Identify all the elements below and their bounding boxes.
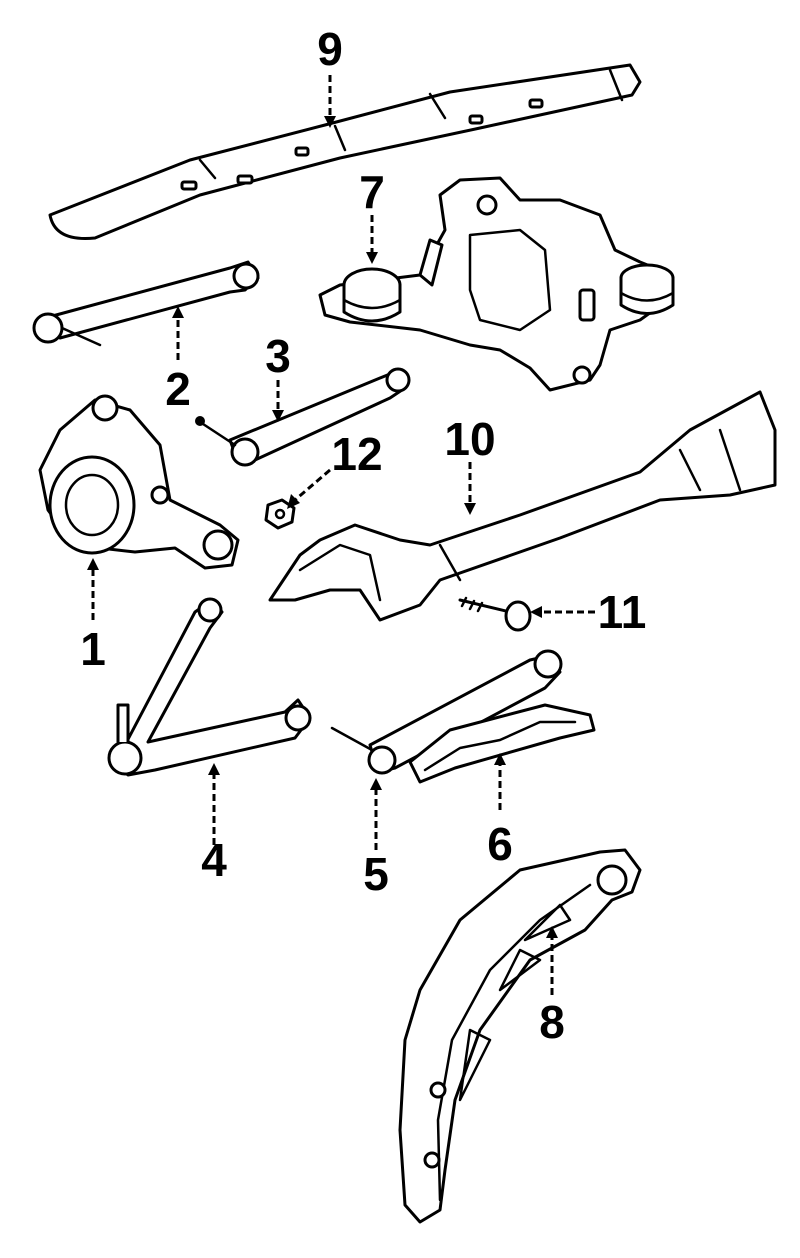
part-6-shield bbox=[408, 703, 596, 784]
leader-lines bbox=[87, 75, 595, 995]
part-7-subframe-cradle bbox=[318, 176, 675, 392]
part-4-a-arm bbox=[107, 597, 312, 777]
part-8-trailing-arm bbox=[398, 848, 642, 1224]
callout-1: 1 bbox=[80, 623, 106, 675]
arrowhead-2 bbox=[172, 306, 184, 318]
arrowhead-8 bbox=[546, 926, 558, 938]
callout-9: 9 bbox=[317, 23, 343, 75]
part-3-lateral-link bbox=[195, 367, 411, 467]
arrowhead-4 bbox=[208, 763, 220, 775]
callout-2: 2 bbox=[165, 363, 191, 415]
part-10-lower-crossmember bbox=[268, 390, 777, 622]
callout-12: 12 bbox=[331, 428, 382, 480]
arrowhead-5 bbox=[370, 778, 382, 790]
callout-5: 5 bbox=[363, 848, 389, 900]
arrowhead-10 bbox=[464, 503, 476, 515]
arrowhead-1 bbox=[87, 558, 99, 570]
part-1-knuckle bbox=[38, 394, 240, 570]
callout-3: 3 bbox=[265, 330, 291, 382]
part-11-bolt bbox=[458, 596, 532, 632]
arrowhead-12 bbox=[287, 494, 300, 509]
callout-4: 4 bbox=[201, 834, 227, 886]
part-9-crossmember-bar bbox=[48, 63, 642, 241]
arrowhead-11 bbox=[530, 606, 542, 618]
callout-7: 7 bbox=[359, 166, 385, 218]
part-12-nut bbox=[264, 498, 296, 530]
arrowhead-6 bbox=[494, 753, 506, 765]
arrowhead-7 bbox=[366, 252, 378, 264]
callout-10: 10 bbox=[444, 413, 495, 465]
arrowhead-3 bbox=[272, 410, 284, 422]
arrowhead-9 bbox=[324, 116, 336, 128]
callout-labels: 9 7 2 3 12 10 1 11 4 5 6 8 bbox=[80, 23, 646, 1048]
callout-6: 6 bbox=[487, 818, 513, 870]
callout-8: 8 bbox=[539, 996, 565, 1048]
callout-11: 11 bbox=[598, 586, 647, 638]
leader-12 bbox=[294, 468, 331, 502]
part-2-upper-link bbox=[32, 260, 260, 347]
part-5-trailing-link bbox=[330, 649, 563, 775]
